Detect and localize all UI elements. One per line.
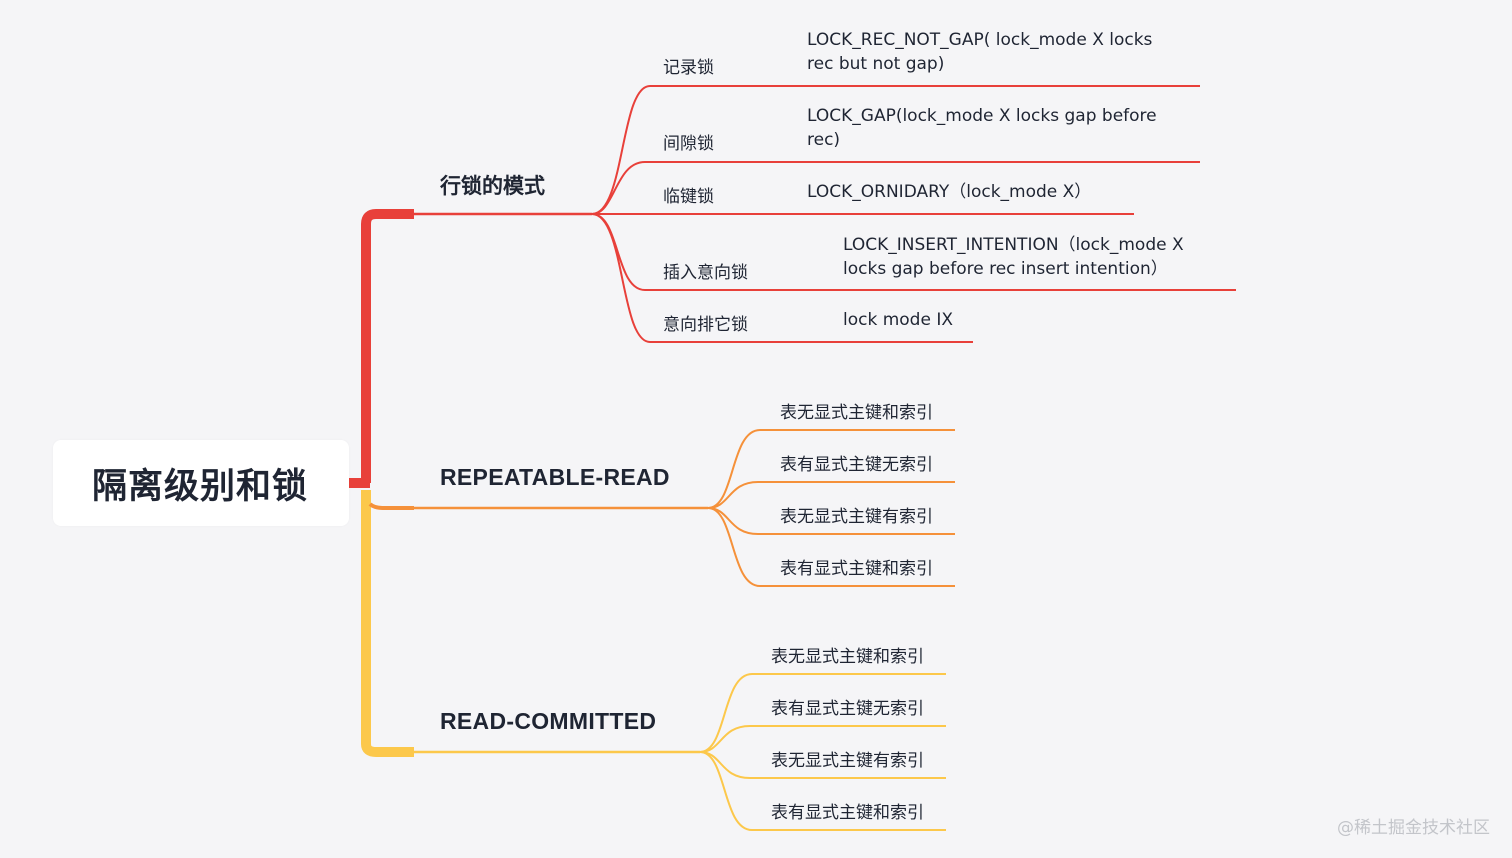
edge-row-lock-2: [591, 161, 1200, 215]
leaf-rc-no-pk-no-index[interactable]: 表无显式主键和索引: [771, 647, 924, 667]
leaf-insert-intention-lock-desc: LOCK_INSERT_INTENTION（lock_mode X locks …: [843, 235, 1184, 279]
leaf-rr-pk-index[interactable]: 表有显式主键和索引: [780, 559, 933, 579]
branch-read-committed[interactable]: READ-COMMITTED: [440, 708, 657, 734]
leaf-gap-lock[interactable]: 间隙锁: [663, 134, 714, 154]
branch-repeatable-read[interactable]: REPEATABLE-READ: [440, 464, 670, 490]
leaf-gap-lock-desc: LOCK_GAP(lock_mode X locks gap before re…: [807, 106, 1157, 150]
edge-rc-1: [699, 673, 946, 753]
leaf-next-key-lock[interactable]: 临键锁: [663, 187, 714, 207]
root-node[interactable]: [53, 440, 349, 526]
leaf-insert-intention-lock[interactable]: 插入意向锁: [663, 263, 748, 283]
leaf-rr-pk-no-index[interactable]: 表有显式主键无索引: [780, 455, 933, 475]
leaf-rr-no-pk-index[interactable]: 表无显式主键有索引: [780, 507, 933, 527]
leaf-record-lock[interactable]: 记录锁: [663, 58, 714, 78]
leaf-rr-no-pk-no-index[interactable]: 表无显式主键和索引: [780, 403, 933, 423]
leaf-intention-exclusive-lock[interactable]: 意向排它锁: [663, 315, 748, 335]
edge-row-lock-5: [591, 213, 973, 343]
leaf-next-key-lock-desc: LOCK_ORNIDARY（lock_mode X）: [807, 182, 1092, 202]
edge-rr-4: [707, 507, 955, 587]
trunk-orange: [368, 502, 414, 510]
edge-rr-1: [707, 429, 955, 509]
leaf-intention-exclusive-lock-desc: lock mode IX: [843, 310, 953, 330]
trunk-red: [361, 209, 414, 483]
edge-rc-2: [699, 725, 946, 753]
leaf-rc-pk-no-index[interactable]: 表有显式主键无索引: [771, 699, 924, 719]
leaf-rc-pk-index[interactable]: 表有显式主键和索引: [771, 803, 924, 823]
edge-rc-4: [699, 751, 946, 831]
edge-rr-2: [707, 481, 955, 509]
branch-row-lock-modes[interactable]: 行锁的模式: [440, 174, 545, 198]
leaf-rc-no-pk-index[interactable]: 表无显式主键有索引: [771, 751, 924, 771]
root-connector-stub: [348, 478, 370, 488]
leaf-record-lock-desc: LOCK_REC_NOT_GAP( lock_mode X locks rec …: [807, 30, 1153, 74]
watermark-text: @稀土掘金技术社区: [1337, 818, 1490, 838]
trunk-yellow: [361, 490, 414, 757]
root-label: 隔离级别和锁: [92, 467, 309, 507]
